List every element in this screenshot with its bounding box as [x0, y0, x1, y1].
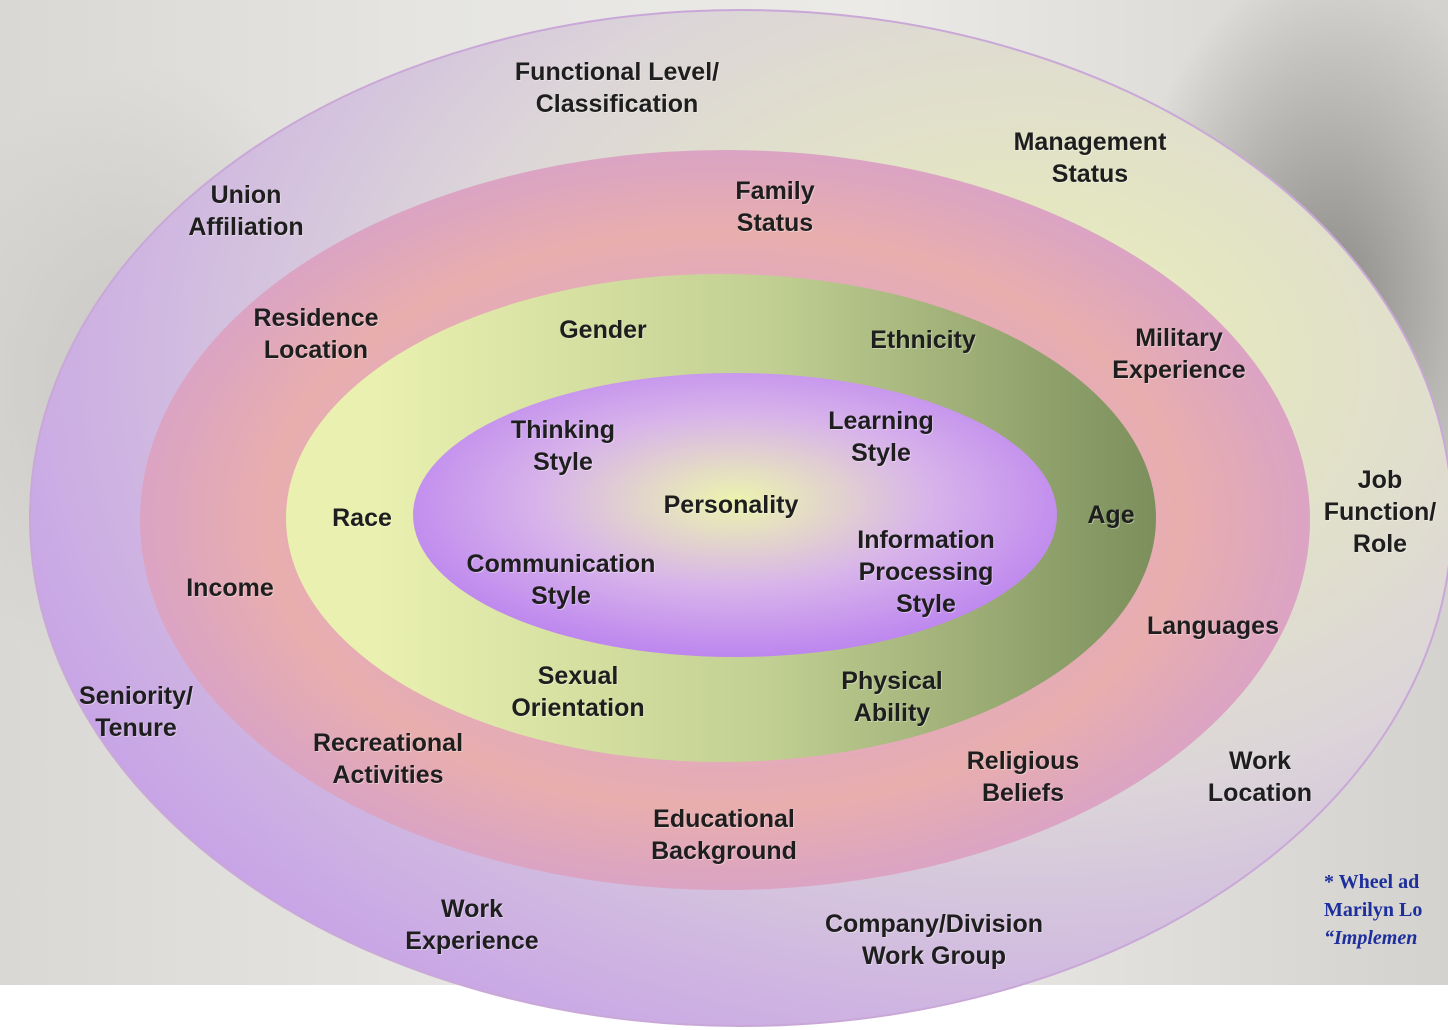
label-race: Race [332, 504, 392, 532]
label-age: Age [1087, 501, 1135, 529]
label-residence-location: Residence Location [253, 304, 379, 364]
citation-line-3: “Implemen [1324, 927, 1418, 949]
label-religious-beliefs: Religious Beliefs [966, 747, 1080, 807]
label-functional-level: Functional Level/ Classification [514, 58, 720, 118]
citation-line-2: Marilyn Lo [1324, 899, 1423, 921]
label-company-division: Company/Division Work Group [824, 910, 1044, 970]
label-work-location: Work Location [1207, 747, 1313, 807]
label-communication-style: Communication Style [466, 550, 656, 610]
label-personality: Personality [663, 491, 799, 519]
label-physical-ability: Physical Ability [841, 667, 943, 727]
label-learning-style: Learning Style [828, 407, 934, 467]
label-information-processing-style: Information Processing Style [857, 526, 995, 618]
label-union-affiliation: Union Affiliation [188, 181, 304, 241]
label-management-status: Management Status [1013, 128, 1167, 188]
core-personality [413, 373, 1057, 657]
label-languages: Languages [1147, 612, 1279, 640]
label-educational-background: Educational Background [651, 805, 797, 865]
label-family-status: Family Status [735, 177, 815, 237]
citation-line-1: * Wheel ad [1324, 871, 1420, 893]
label-ethnicity: Ethnicity [870, 326, 976, 354]
label-military-experience: Military Experience [1112, 324, 1246, 384]
citation-note: * Wheel ad Marilyn Lo “Implemen [1324, 868, 1448, 968]
label-gender: Gender [559, 316, 647, 344]
label-seniority: Seniority/ Tenure [79, 682, 193, 742]
label-work-experience: Work Experience [405, 895, 539, 955]
label-sexual-orientation: Sexual Orientation [511, 662, 645, 722]
label-income: Income [186, 574, 274, 602]
label-thinking-style: Thinking Style [510, 416, 616, 476]
label-job-function: Job Function/ Role [1323, 466, 1437, 558]
label-recreational-activities: Recreational Activities [312, 729, 464, 789]
